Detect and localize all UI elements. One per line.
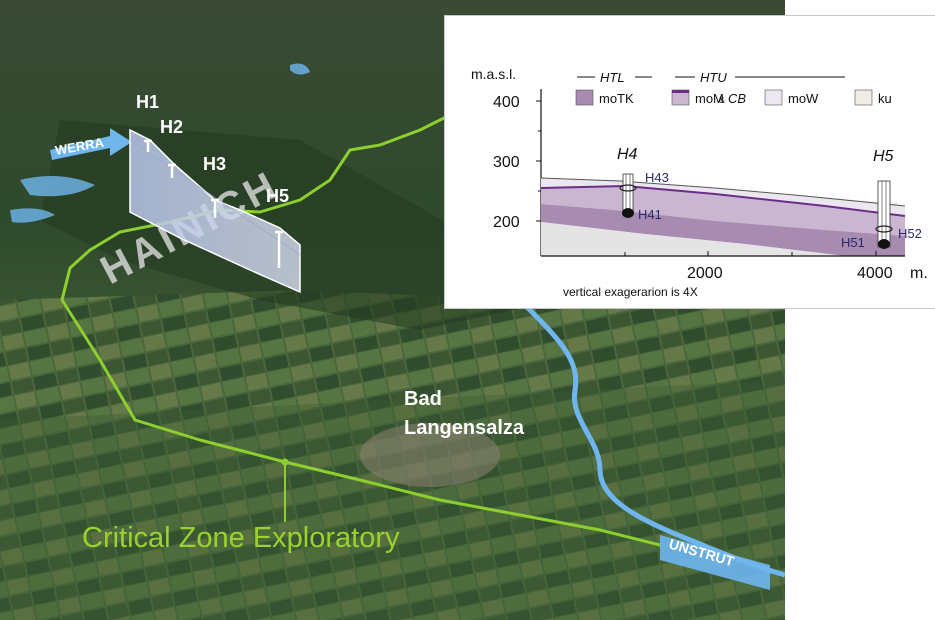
legend-label-mom: moM (695, 91, 724, 106)
legend: moTK moM & CB moW ku (575, 89, 892, 106)
legend-swatch-mom-line (672, 90, 689, 93)
legend-swatch-mow (764, 89, 783, 106)
x-unit: m. (910, 265, 928, 282)
legend-label-ku: ku (878, 91, 892, 106)
well-h41-label: H41 (638, 207, 662, 222)
town-label-line1: Bad (404, 388, 442, 410)
well-h5 (875, 180, 893, 249)
well-label-h1: H1 (136, 92, 159, 112)
well-label-h3: H3 (203, 154, 226, 174)
x-tick-4000: 4000 (857, 265, 893, 282)
x-tick-2000: 2000 (687, 265, 723, 282)
y-tick-200: 200 (493, 214, 520, 231)
y-axis-label: m.a.s.l. (471, 66, 516, 82)
cross-section-inset: m.a.s.l. HTL HTU moTK moM & CB moW ku 40… (444, 15, 935, 309)
well-h51-label: H51 (841, 235, 865, 250)
y-tick-400: 400 (493, 94, 520, 111)
legend-swatch-motk (575, 89, 594, 106)
well-label-h2: H2 (160, 117, 183, 137)
legend-ampersand: & (719, 95, 725, 105)
legend-label-cb: CB (728, 91, 746, 106)
site-label-h5: H5 (873, 148, 894, 165)
y-tick-300: 300 (493, 154, 520, 171)
vertical-exaggeration-note: vertical exagerarion is 4X (563, 285, 698, 299)
site-label-h4: H4 (617, 146, 638, 163)
legend-label-motk: moTK (599, 91, 634, 106)
well-h43-label: H43 (645, 170, 669, 185)
legend-label-mow: moW (788, 91, 819, 106)
well-h4 (619, 173, 637, 218)
well-label-h5: H5 (266, 186, 289, 206)
town-label-line2: Langensalza (404, 417, 525, 439)
group-htl: HTL (600, 70, 625, 85)
legend-swatch-ku (854, 89, 873, 106)
critical-zone-label: Critical Zone Exploratory (82, 522, 400, 554)
well-h52-label: H52 (898, 226, 922, 241)
group-htu: HTU (700, 70, 727, 85)
